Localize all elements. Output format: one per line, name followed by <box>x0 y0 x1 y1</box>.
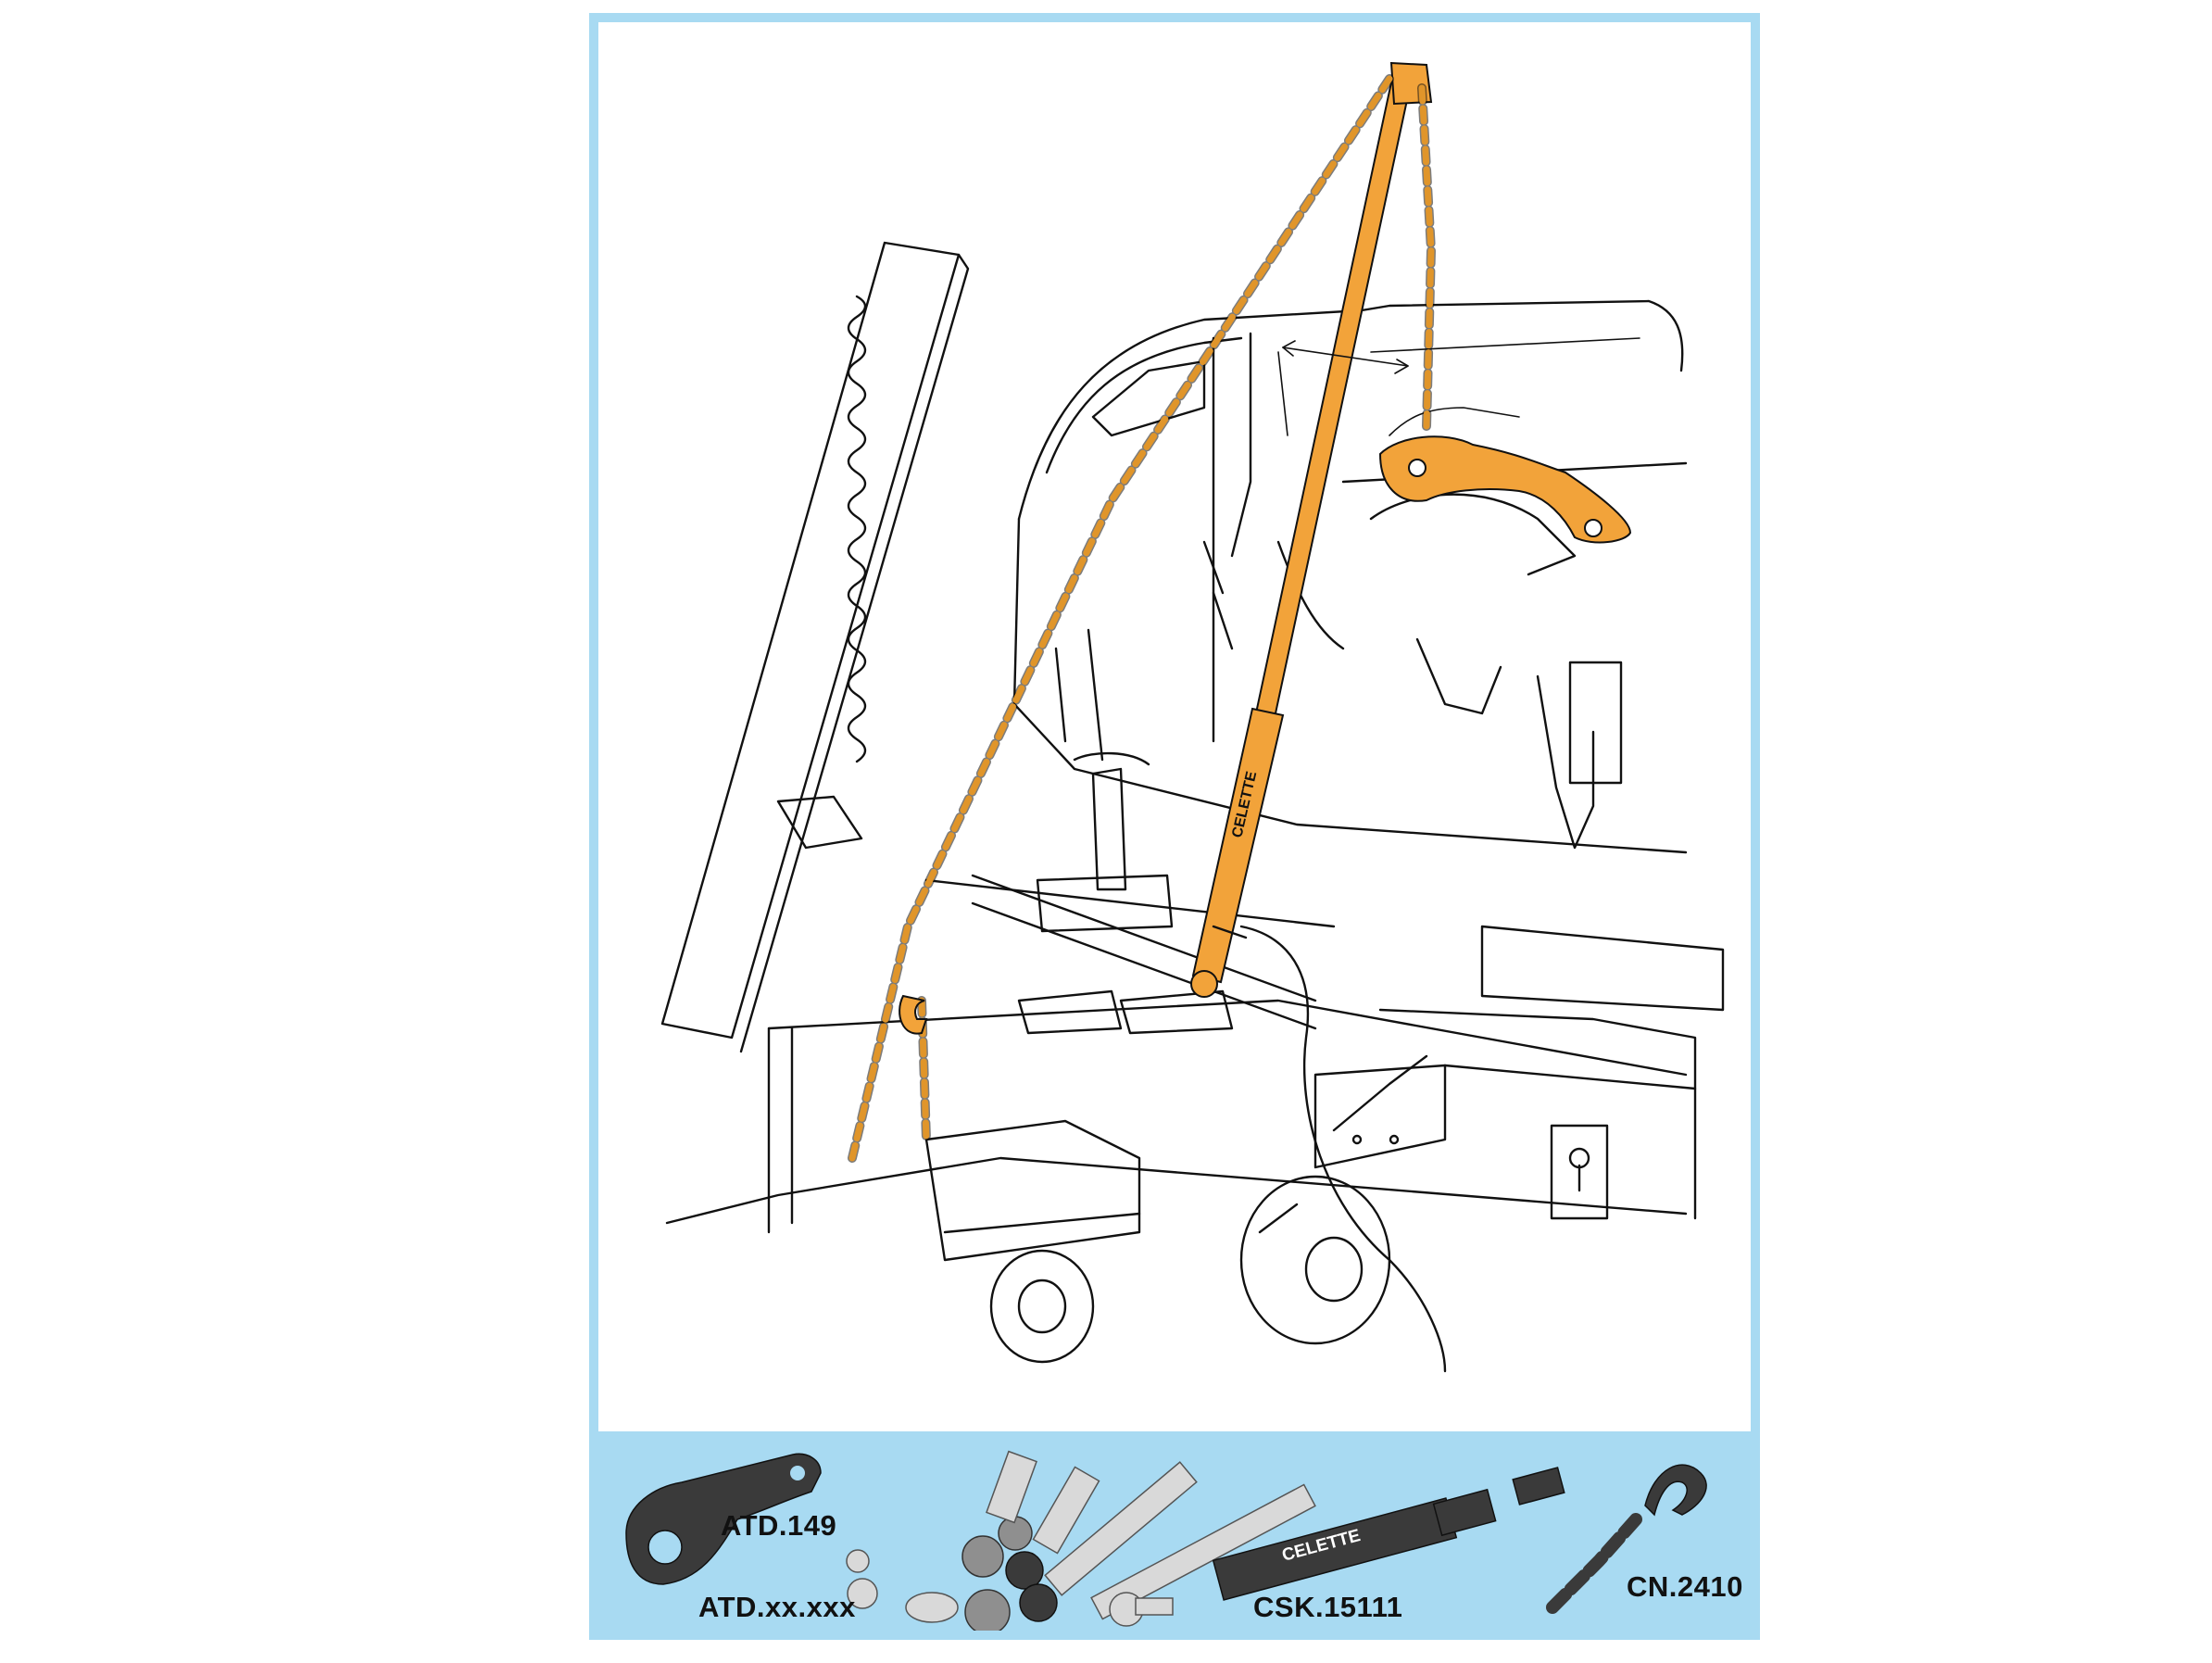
parts-strip: CELETTE ATD.149 ATD.xx.xxx CSK.15111 CN.… <box>589 1431 1760 1640</box>
atd-adapter-discs <box>846 1516 1058 1631</box>
label-cn: CN.2410 <box>1627 1570 1743 1603</box>
bench-wheels <box>989 1175 1391 1364</box>
atd-clamp-on-car <box>1378 435 1632 544</box>
cn-chain-image <box>1546 1464 1707 1614</box>
inclined-bench-arm <box>660 241 970 1053</box>
label-atd149: ATD.149 <box>721 1509 837 1542</box>
illustration-card <box>589 13 1760 1640</box>
atd149-clamp-image <box>625 1453 822 1585</box>
adjust-arrow <box>1282 340 1409 374</box>
label-atdxx: ATD.xx.xxx <box>698 1591 856 1623</box>
chain-hook <box>899 994 928 1035</box>
pulling-chains <box>848 74 1437 1163</box>
parts-graphics: CELETTE <box>625 1450 1707 1631</box>
extension-tubes <box>986 1450 1316 1627</box>
bench-frame <box>665 874 1725 1262</box>
sill-clamps <box>776 751 1234 1035</box>
hydraulic-hose <box>1239 925 1447 1373</box>
car-body <box>1012 299 1688 854</box>
csk-ram-image: CELETTE <box>1212 1467 1565 1601</box>
label-csk: CSK.15111 <box>1253 1591 1403 1623</box>
